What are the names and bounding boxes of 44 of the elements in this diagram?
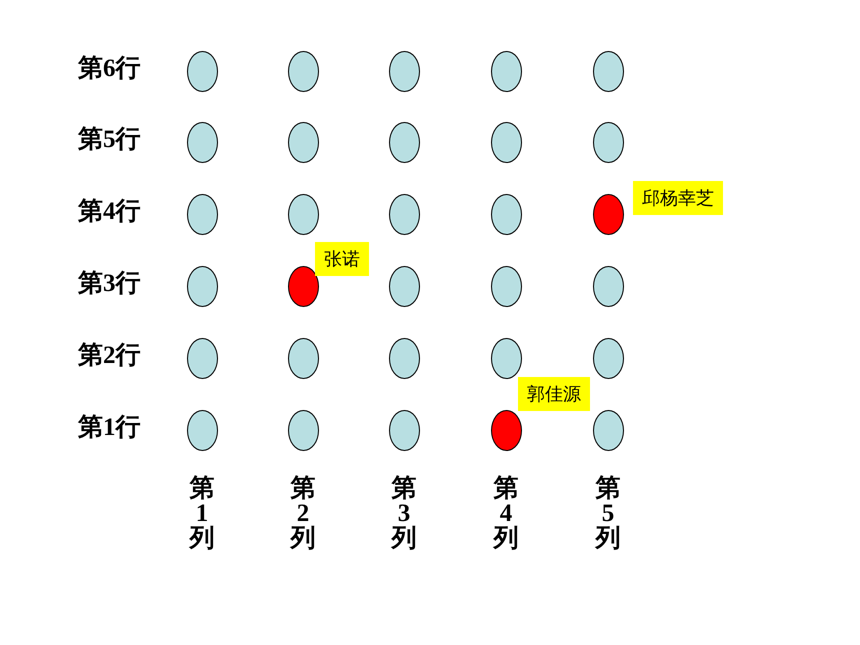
column-label: 第2列 xyxy=(289,476,316,551)
seat-ellipse xyxy=(288,122,318,162)
seat-ellipse xyxy=(288,410,318,450)
row-label: 第3行 xyxy=(78,269,140,299)
seat-ellipse xyxy=(388,338,420,378)
name-tag: 张诺 xyxy=(315,242,369,276)
seat-ellipse xyxy=(388,50,420,92)
seat-ellipse xyxy=(388,122,420,162)
row-label: 第5行 xyxy=(78,125,140,155)
name-tag: 郭佳源 xyxy=(518,377,590,411)
row-label: 第1行 xyxy=(78,413,140,443)
seat-ellipse xyxy=(490,122,522,162)
seat-ellipse xyxy=(490,266,522,306)
seat-ellipse xyxy=(288,50,318,92)
seat-ellipse xyxy=(186,410,218,450)
name-tag: 邱杨幸芝 xyxy=(633,181,723,215)
seat-ellipse xyxy=(388,410,420,450)
seat-ellipse xyxy=(288,194,318,234)
column-label: 第4列 xyxy=(492,476,520,551)
seat-ellipse xyxy=(490,338,522,378)
seat-ellipse xyxy=(592,194,624,234)
seat-ellipse xyxy=(592,266,624,306)
seat-ellipse xyxy=(288,338,318,378)
seat-ellipse xyxy=(490,50,522,92)
seat-ellipse xyxy=(288,266,318,306)
seat-ellipse xyxy=(186,122,218,162)
row-label: 第2行 xyxy=(78,341,140,371)
seat-ellipse xyxy=(490,194,522,234)
column-label: 第1列 xyxy=(188,476,216,551)
seat-ellipse xyxy=(592,50,624,92)
row-label: 第6行 xyxy=(78,54,140,84)
seat-ellipse xyxy=(592,410,624,450)
column-label: 第3列 xyxy=(390,476,418,551)
seat-ellipse xyxy=(186,50,218,92)
seat-ellipse xyxy=(186,266,218,306)
seat-ellipse xyxy=(592,122,624,162)
row-label: 第4行 xyxy=(78,197,140,227)
seat-ellipse xyxy=(186,194,218,234)
seat-ellipse xyxy=(490,410,522,450)
seat-ellipse xyxy=(186,338,218,378)
seat-ellipse xyxy=(388,266,420,306)
column-label: 第5列 xyxy=(594,476,622,551)
seat-ellipse xyxy=(388,194,420,234)
seat-ellipse xyxy=(592,338,624,378)
